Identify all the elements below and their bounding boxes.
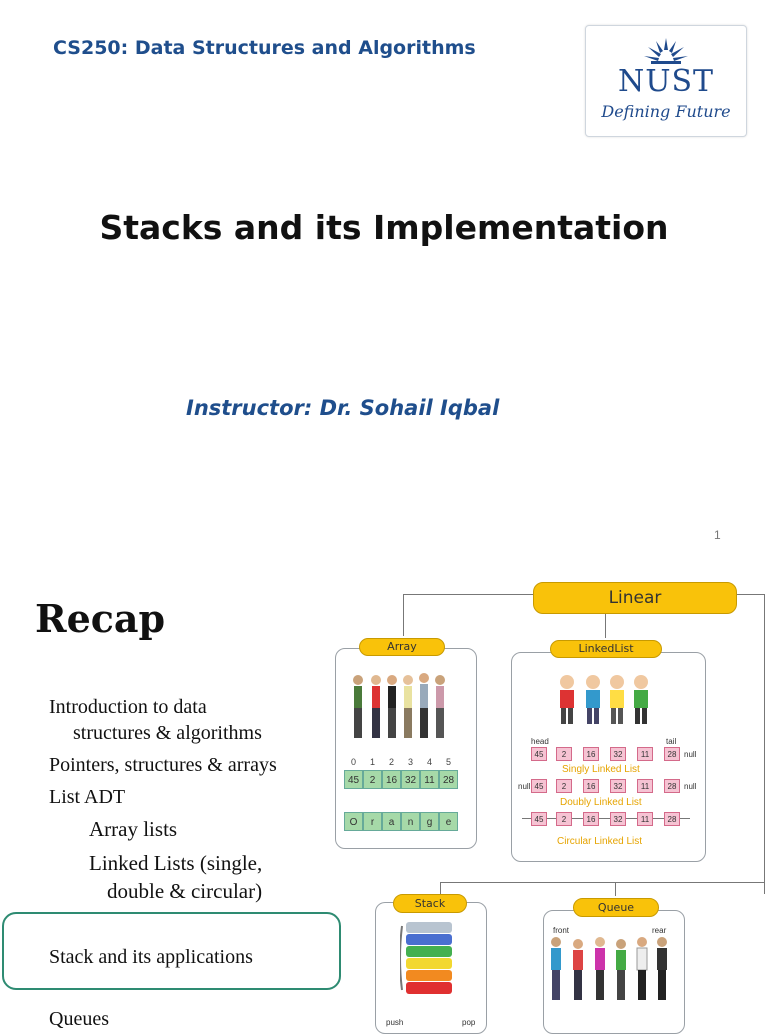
array-index: 3 bbox=[407, 757, 413, 767]
circular-label: Circular Linked List bbox=[557, 836, 643, 847]
ll-node: 28 bbox=[664, 747, 680, 761]
recap-item: Pointers, structures & arrays bbox=[49, 754, 277, 776]
people-line-illustration bbox=[353, 673, 445, 738]
array-cell: 11 bbox=[420, 770, 439, 789]
ll-node: 11 bbox=[637, 812, 653, 826]
recap-subitem: Linked Lists (single, bbox=[89, 851, 263, 875]
connector-line bbox=[735, 594, 765, 595]
ll-node: 45 bbox=[531, 779, 547, 793]
ll-node: 28 bbox=[664, 812, 680, 826]
recap-subitem: Array lists bbox=[89, 817, 178, 841]
front-label: front bbox=[553, 926, 570, 935]
connector-line bbox=[403, 594, 533, 595]
pop-label: pop bbox=[462, 1018, 476, 1027]
ll-node: 32 bbox=[610, 779, 626, 793]
queue-label: Queue bbox=[573, 898, 659, 917]
ll-node: 45 bbox=[531, 747, 547, 761]
linkedlist-label: LinkedList bbox=[550, 640, 662, 658]
recap-item: List ADT bbox=[49, 786, 126, 808]
array-index: 2 bbox=[388, 757, 394, 767]
stacked-cups-icon bbox=[400, 922, 452, 994]
array-index: 4 bbox=[426, 757, 432, 767]
null-label: null bbox=[684, 782, 697, 791]
ll-node: 32 bbox=[610, 747, 626, 761]
recap-heading: Recap bbox=[35, 596, 166, 641]
connector-line bbox=[605, 612, 606, 638]
null-label: null bbox=[518, 782, 531, 791]
array-cell: n bbox=[401, 812, 420, 831]
kids-chain-illustration bbox=[560, 675, 648, 724]
array-index: 1 bbox=[369, 757, 375, 767]
array-chars-row: O r a n g e bbox=[344, 812, 458, 831]
connector-line bbox=[440, 882, 764, 883]
course-title: CS250: Data Structures and Algorithms bbox=[53, 37, 476, 59]
head-label: head bbox=[531, 737, 549, 746]
ll-node: 2 bbox=[556, 779, 572, 793]
ll-node: 2 bbox=[556, 747, 572, 761]
ll-node: 32 bbox=[610, 812, 626, 826]
connector-line bbox=[403, 594, 404, 636]
array-values-row: 45 2 16 32 11 28 bbox=[344, 770, 458, 789]
array-cell: 45 bbox=[344, 770, 363, 789]
null-label: null bbox=[684, 750, 697, 759]
recap-subitem: double & circular) bbox=[107, 879, 263, 903]
array-cell: a bbox=[382, 812, 401, 831]
array-cell: O bbox=[344, 812, 363, 831]
singly-label: Singly Linked List bbox=[562, 764, 640, 775]
rear-label: rear bbox=[652, 926, 667, 935]
recap-item: Introduction to data bbox=[49, 696, 207, 718]
ll-node: 16 bbox=[583, 812, 599, 826]
array-cell: 32 bbox=[401, 770, 420, 789]
ll-node: 16 bbox=[583, 747, 599, 761]
ll-node: 11 bbox=[637, 779, 653, 793]
ll-node: 45 bbox=[531, 812, 547, 826]
current-topic-highlight bbox=[2, 912, 341, 990]
recap-item: Queues bbox=[49, 1008, 109, 1030]
array-cell: r bbox=[363, 812, 382, 831]
logo-emblem-icon bbox=[644, 38, 688, 64]
array-label: Array bbox=[359, 638, 445, 656]
array-cell: 2 bbox=[363, 770, 382, 789]
ll-node: 11 bbox=[637, 747, 653, 761]
array-index-row: 0 1 2 3 4 5 bbox=[344, 757, 458, 767]
slide-title: Stacks and its Implementation bbox=[99, 208, 669, 247]
connector-line bbox=[615, 882, 616, 896]
array-cell: 16 bbox=[382, 770, 401, 789]
stack-label: Stack bbox=[393, 894, 467, 913]
title-slide: CS250: Data Structures and Algorithms NU… bbox=[53, 25, 747, 542]
array-cell: 28 bbox=[439, 770, 458, 789]
recap-item-current: Stack and its applications bbox=[49, 946, 253, 968]
array-cell: g bbox=[420, 812, 439, 831]
circular-loop-line bbox=[522, 818, 690, 819]
tail-label: tail bbox=[666, 737, 677, 746]
instructor-name: Instructor: Dr. Sohail Iqbal bbox=[186, 396, 500, 420]
logo-tagline: Defining Future bbox=[601, 102, 731, 121]
array-cell: e bbox=[439, 812, 458, 831]
queue-people-illustration bbox=[551, 937, 667, 1000]
ll-node: 28 bbox=[664, 779, 680, 793]
ll-node: 2 bbox=[556, 812, 572, 826]
logo-name: NUST bbox=[617, 64, 715, 99]
array-index: 0 bbox=[350, 757, 356, 767]
push-label: push bbox=[386, 1018, 404, 1027]
ll-node: 16 bbox=[583, 779, 599, 793]
page-number: 1 bbox=[714, 528, 721, 542]
connector-line bbox=[764, 594, 765, 894]
recap-slide: Recap Introduction to data structures & … bbox=[0, 560, 768, 1034]
nust-logo: NUST Defining Future bbox=[585, 25, 747, 137]
array-index: 5 bbox=[445, 757, 451, 767]
recap-item: structures & algorithms bbox=[73, 722, 262, 744]
linear-node: Linear bbox=[533, 582, 737, 614]
connector-line bbox=[440, 882, 441, 894]
doubly-label: Doubly Linked List bbox=[560, 797, 642, 808]
